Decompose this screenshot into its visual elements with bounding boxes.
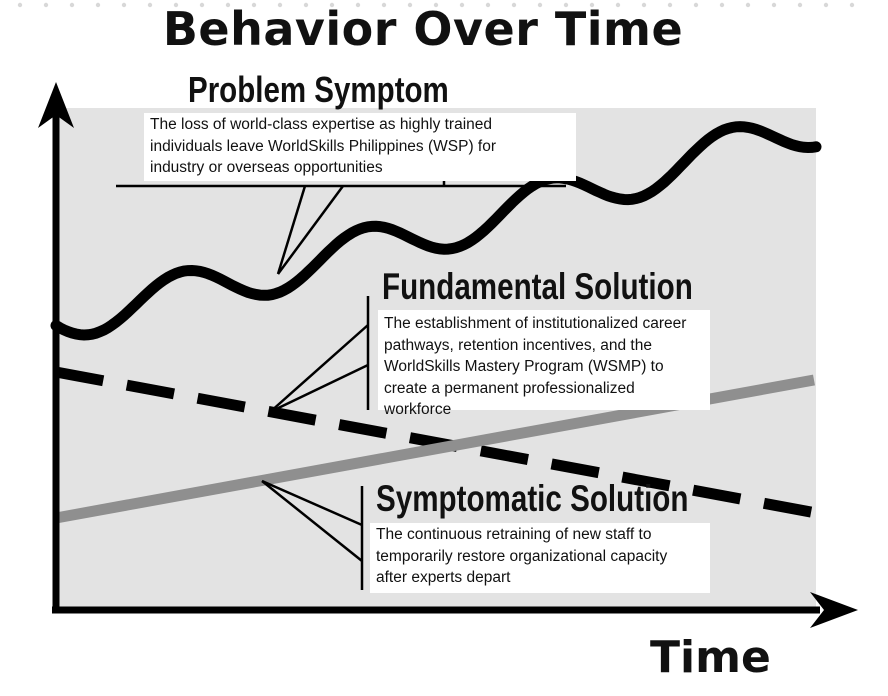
fundamental-solution-description: The establishment of institutionalized c… — [378, 310, 710, 418]
description-line: WorldSkills Mastery Program (WSMP) to — [384, 358, 664, 375]
symptomatic-solution-description: The continuous retraining of new staff t… — [370, 523, 710, 593]
top-dot-row — [17, 2, 855, 8]
description-line: workforce — [384, 401, 452, 418]
problem-symptom-heading: Problem Symptom — [188, 69, 449, 110]
decor-dot — [459, 2, 465, 8]
decor-dot — [95, 2, 101, 8]
decor-dot — [329, 2, 335, 8]
problem-symptom-description: The loss of world-class expertise as hig… — [144, 113, 576, 181]
decor-dot — [173, 2, 179, 8]
description-line: individuals leave WorldSkills Philippine… — [150, 137, 497, 155]
decor-dot — [849, 2, 855, 8]
description-line: after experts depart — [376, 569, 511, 586]
decor-dot — [641, 2, 647, 8]
decor-dot — [43, 2, 49, 8]
fundamental-solution-heading: Fundamental Solution — [382, 266, 693, 307]
y-axis — [38, 82, 74, 612]
x-axis — [52, 592, 858, 628]
decor-dot — [433, 2, 439, 8]
decor-dot — [537, 2, 543, 8]
decor-dot — [199, 2, 205, 8]
decor-dot — [277, 2, 283, 8]
diagram-title: Behavior Over Time — [162, 2, 684, 56]
decor-dot — [797, 2, 803, 8]
symptomatic-solution-heading: Symptomatic Solution — [376, 478, 689, 519]
description-line: create a permanent professionalized — [384, 379, 635, 397]
decor-dot — [17, 2, 23, 8]
description-line: The establishment of institutionalized c… — [384, 315, 687, 332]
decor-dot — [719, 2, 725, 8]
decor-dot — [667, 2, 673, 8]
decor-dot — [121, 2, 127, 8]
description-line: The continuous retraining of new staff t… — [376, 526, 652, 543]
decor-dot — [381, 2, 387, 8]
decor-dot — [563, 2, 569, 8]
decor-dot — [823, 2, 829, 8]
description-line: The loss of world-class expertise as hig… — [150, 116, 493, 133]
description-line: pathways, retention incentives, and the — [384, 336, 652, 354]
description-line: temporarily restore organizational capac… — [376, 547, 668, 565]
x-axis-label: Time — [650, 632, 771, 683]
problem-symptom-curve — [50, 121, 822, 341]
decor-dot — [355, 2, 361, 8]
decor-dot — [693, 2, 699, 8]
decor-dot — [485, 2, 491, 8]
decor-dot — [771, 2, 777, 8]
symptomatic-solution-callout — [261, 479, 364, 590]
fundamental-solution-callout — [269, 296, 370, 414]
decor-dot — [225, 2, 231, 8]
description-line: industry or overseas opportunities — [150, 159, 383, 176]
decor-dot — [251, 2, 257, 8]
decor-dot — [407, 2, 413, 8]
decor-dot — [511, 2, 517, 8]
decor-dot — [615, 2, 621, 8]
decor-dot — [69, 2, 75, 8]
decor-dot — [589, 2, 595, 8]
decor-dot — [745, 2, 751, 8]
fundamental-solution-line — [54, 366, 818, 519]
decor-dot — [147, 2, 153, 8]
decor-dot — [303, 2, 309, 8]
